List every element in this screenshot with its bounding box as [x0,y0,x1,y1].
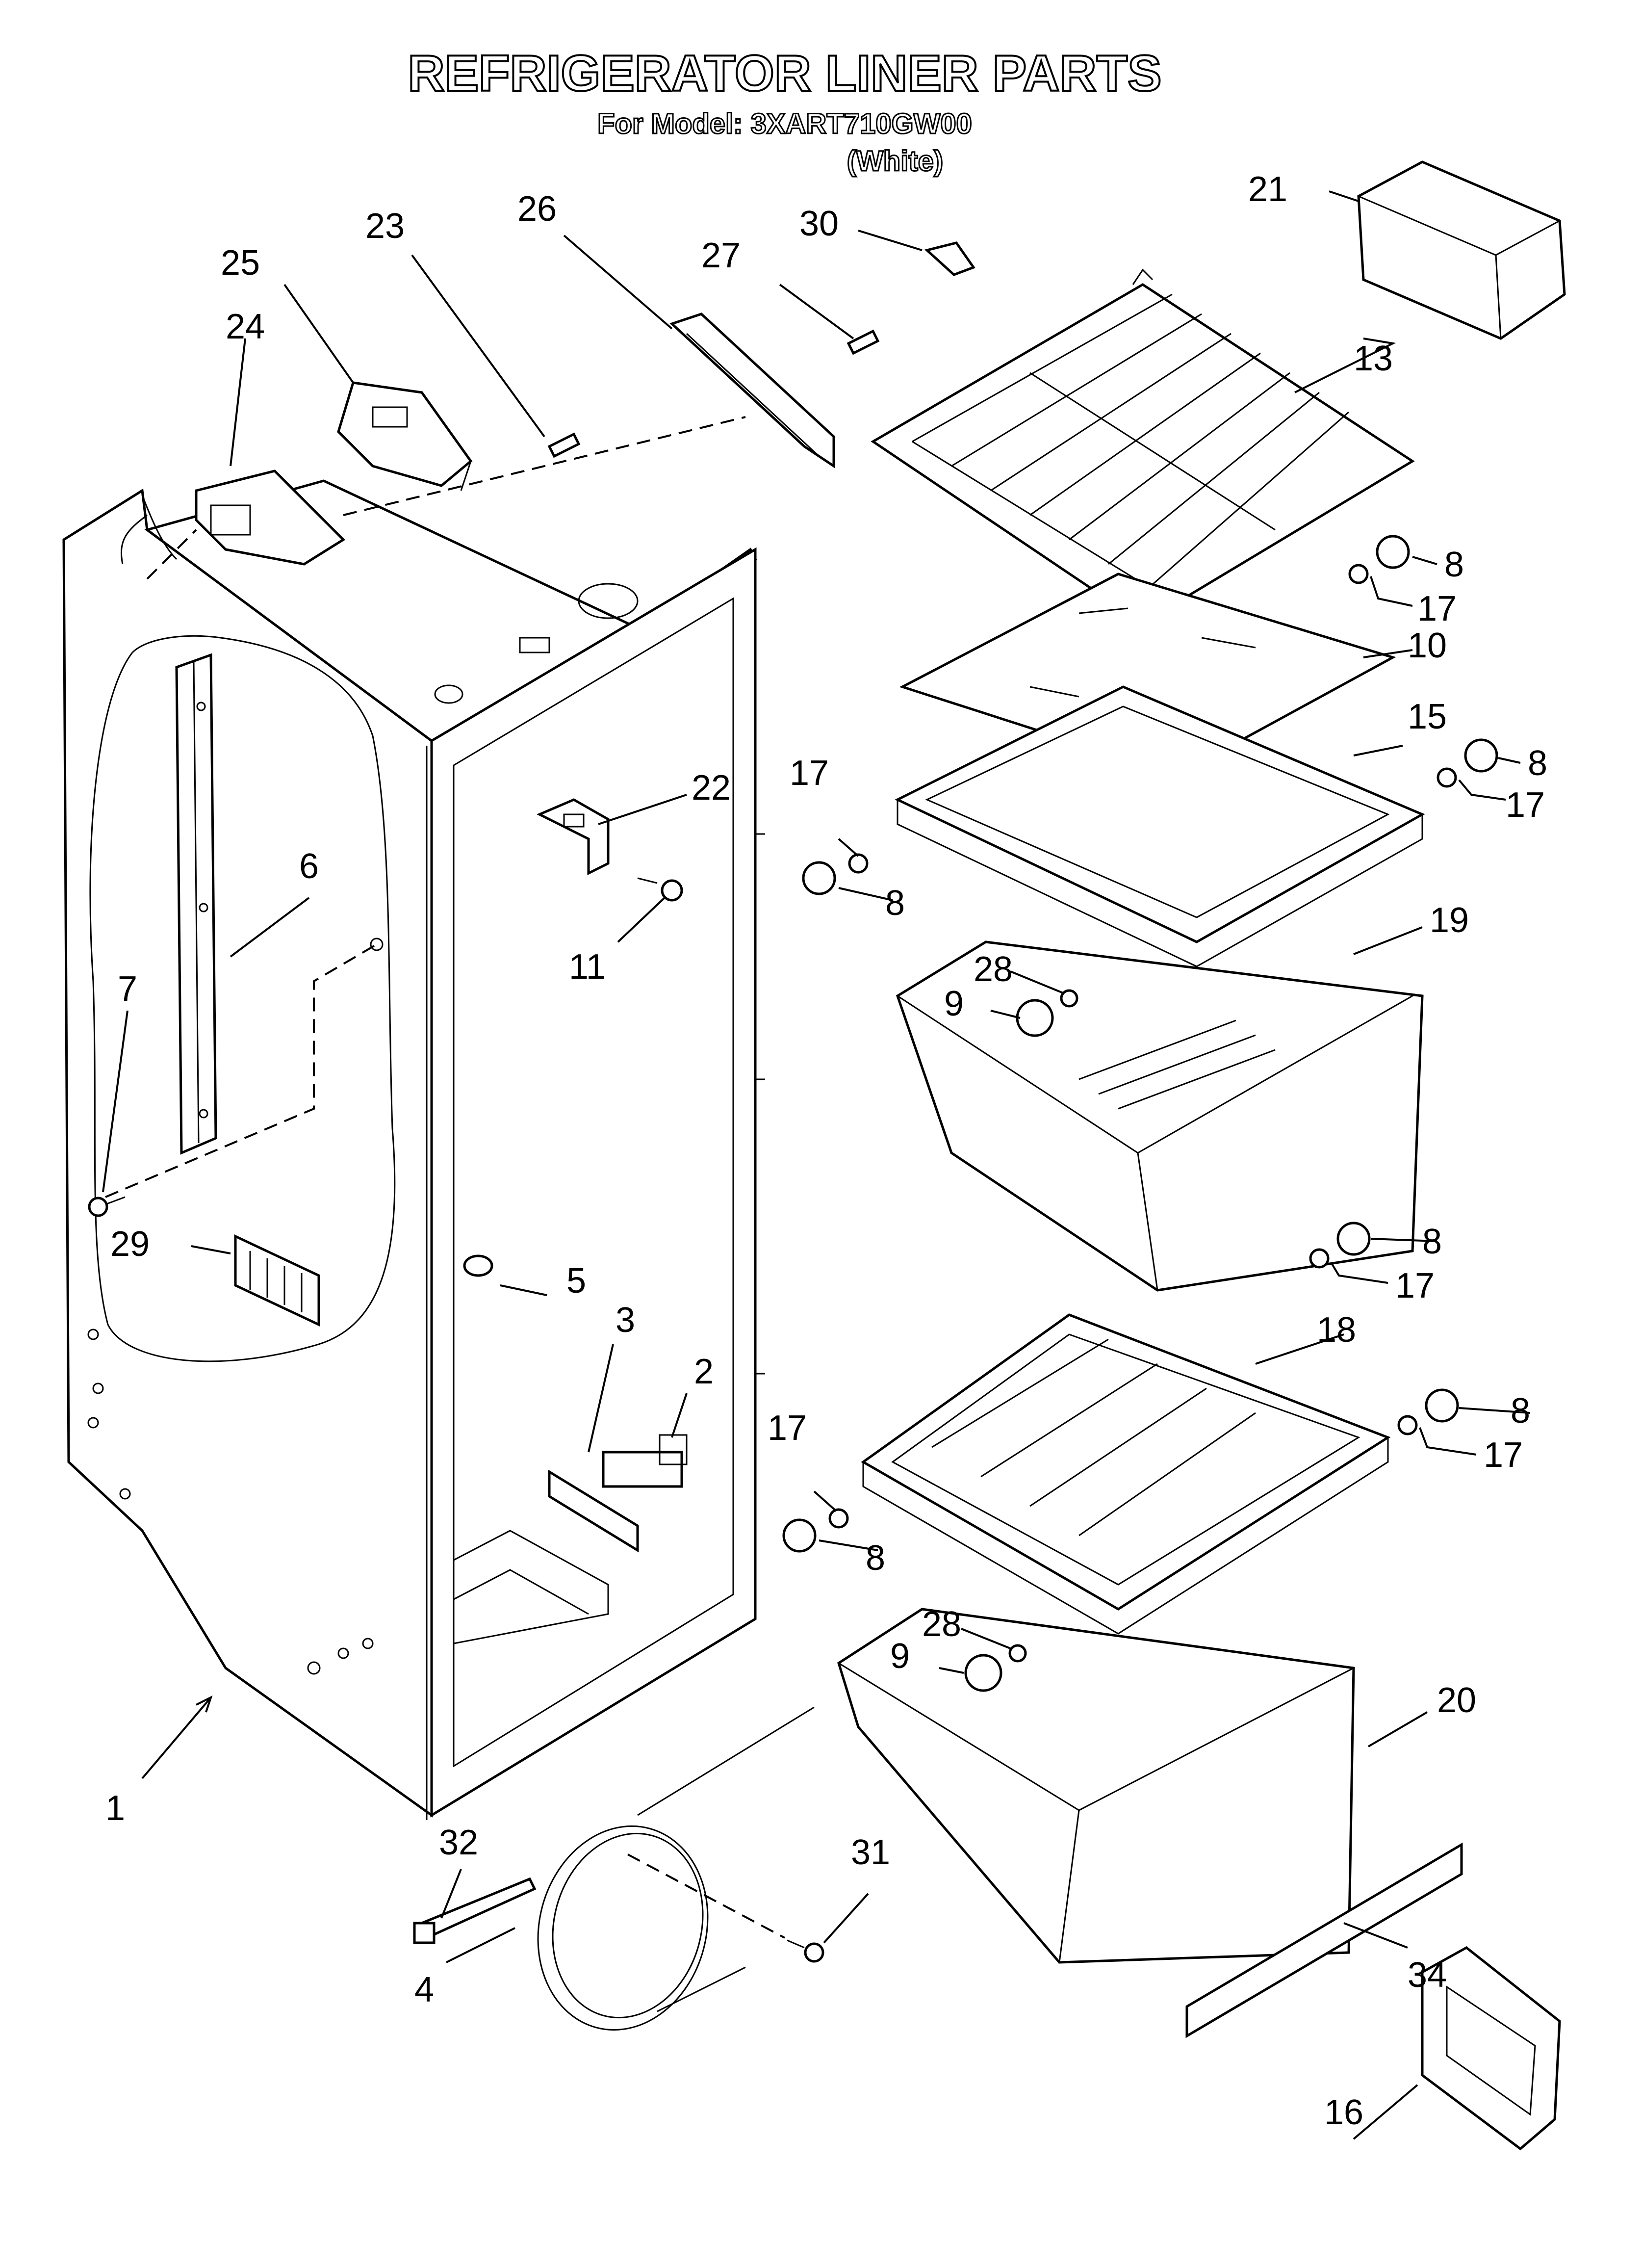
callout-34: 34 [1408,1955,1447,1995]
callout-17e: 17 [1484,1435,1523,1475]
leader-lines [102,190,1531,2140]
callout-17d: 17 [1395,1266,1435,1305]
callout-23: 23 [365,207,405,246]
callout-15: 15 [1408,697,1447,736]
callout-6: 6 [299,847,319,886]
screw-27 [847,329,880,355]
callout-21: 21 [1248,170,1287,209]
bracket-22 [537,798,683,902]
callout-3: 3 [616,1301,635,1340]
wire-shelf [871,268,1415,625]
crisper-drawer-lower [837,1608,1355,1964]
callout-9b: 9 [890,1637,910,1676]
callout-8d: 8 [1422,1222,1442,1261]
screw-23 [547,432,581,458]
callout-labels: 1 2 3 4 5 6 7 8 8 8 8 8 8 9 9 10 11 13 1… [105,170,1547,2132]
callout-31: 31 [851,1833,890,1872]
callout-18: 18 [1317,1310,1356,1350]
callout-22: 22 [692,768,731,808]
callout-32: 32 [439,1823,478,1862]
diagram-title: REFRIGERATOR LINER PARTS [408,45,1162,102]
liner-cabinet [62,479,765,1820]
vent-grille [234,1234,320,1327]
callout-8e: 8 [1511,1391,1530,1431]
clip-30 [924,241,975,276]
callout-13: 13 [1354,339,1393,378]
roller-set [782,535,1498,1692]
callout-25: 25 [221,243,260,283]
screw-7 [88,1196,126,1217]
callout-9a: 9 [944,984,964,1023]
callout-17a: 17 [1417,589,1457,628]
callout-8c: 8 [885,884,905,923]
callout-30: 30 [799,204,839,243]
shelf-rail [175,653,217,1155]
callout-19: 19 [1430,901,1469,940]
trim-strip [1185,1842,1463,2038]
callout-2: 2 [694,1352,714,1391]
callout-7: 7 [118,969,137,1009]
callout-17f: 17 [768,1408,807,1448]
crisper-cover-frame [895,685,1425,967]
control-housing [195,469,345,566]
callout-17c: 17 [790,754,829,793]
callout-8b: 8 [1528,744,1547,783]
color-variant: (White) [847,145,944,177]
callout-26: 26 [517,189,557,229]
water-tubing [537,1706,815,2031]
plug-button [463,1254,493,1277]
top-trim [669,313,835,469]
door-panel [1421,1946,1561,2151]
crisper-cover-lower [861,1313,1391,1635]
housing-bracket [337,381,473,491]
callout-1: 1 [105,1789,125,1828]
callout-17b: 17 [1506,785,1545,825]
door-bin [1357,160,1566,340]
brackets [548,1434,688,1553]
callout-27: 27 [701,236,741,275]
callout-20: 20 [1437,1681,1476,1720]
callout-10: 10 [1408,626,1447,665]
callout-16: 16 [1324,2093,1363,2132]
callout-8a: 8 [1444,545,1464,584]
callout-5: 5 [566,1261,586,1301]
callout-29: 29 [110,1225,150,1264]
screw-31 [787,1939,824,1963]
callout-28b: 28 [922,1605,961,1644]
callout-11: 11 [569,947,606,987]
cable-tie [413,1877,537,1944]
callout-4: 4 [414,1970,434,2009]
callout-8f: 8 [866,1538,885,1578]
callout-24: 24 [226,307,265,346]
model-subtitle: For Model: 3XART710GW00 [597,108,972,140]
callout-28a: 28 [974,950,1013,989]
